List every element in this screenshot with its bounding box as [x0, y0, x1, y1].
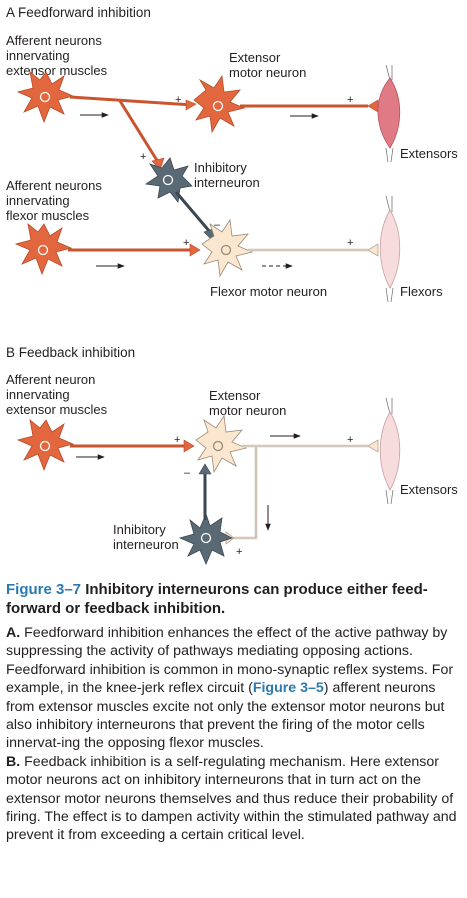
afferent-branch	[118, 100, 160, 163]
extensor-muscle-a	[377, 64, 401, 163]
paragraph-a-text-end: ) afferent neurons from extensor muscles…	[6, 680, 445, 752]
extensor-motor-neuron	[193, 74, 246, 134]
flexor-motor-neuron-label: Flexor motor neuron	[210, 284, 328, 299]
extensor-motor-neuron-label: Extensor motor neuron	[229, 50, 306, 80]
circuit-diagram	[14, 64, 401, 566]
afferent-flexor-label-line: Afferent neurons	[6, 178, 102, 193]
extensors-label-b: Extensors	[400, 482, 458, 497]
flexor-muscle	[379, 195, 401, 303]
figure-reference: Figure 3–5	[252, 680, 324, 697]
neuromuscular-terminal	[367, 439, 379, 453]
panel-b-title: B Feedback inhibition	[6, 345, 136, 360]
afferent-axon	[69, 95, 194, 107]
flexor-motor-neuron	[201, 218, 254, 278]
excitatory-sign: +	[183, 237, 190, 249]
excitatory-sign: +	[175, 94, 182, 106]
paragraph-b-label: B.	[6, 753, 21, 770]
afferent-neuron-b	[16, 419, 75, 472]
paragraph-a-label: A.	[6, 625, 21, 641]
afferent-neuron-label-line: extensor muscles	[6, 402, 108, 417]
caption-paragraph-a: A. Feedforward inhibition enhances the e…	[6, 624, 464, 753]
afferent-neuron-label-line: innervating	[6, 387, 70, 402]
synapse-terminal	[151, 157, 165, 171]
afferent-flexor-label-line: innervating	[6, 193, 70, 208]
recurrent-collateral-outline	[234, 446, 257, 539]
extensor-motor-neuron-label-line: motor neuron	[229, 65, 307, 80]
afferent-extensor-label-line: Afferent neurons	[6, 33, 102, 48]
extensor-motor-neuron-label-line: motor neuron	[209, 403, 287, 418]
inhibitory-sign: –	[184, 467, 191, 479]
neuromuscular-terminal	[367, 243, 379, 257]
extensor-muscle-b	[379, 397, 401, 505]
afferent-neuron-label: Afferent neuron innervating extensor mus…	[6, 372, 107, 417]
excitatory-sign: +	[347, 237, 354, 249]
excitatory-sign: +	[347, 434, 354, 446]
afferent-flexor-label-line: flexor muscles	[6, 208, 90, 223]
inhibitory-interneuron-label-line: interneuron	[194, 175, 260, 190]
inhibitory-axon	[174, 191, 212, 233]
paragraph-b-text: Feedback inhibition is a self-regulating…	[6, 753, 457, 844]
caption-title: Figure 3–7 Inhibitory interneurons can p…	[6, 580, 464, 618]
inhibitory-interneuron-label-line: interneuron	[113, 537, 179, 552]
excitatory-sign: +	[140, 151, 147, 163]
afferent-neuron-label-line: Afferent neuron	[6, 372, 96, 387]
excitatory-sign: +	[174, 434, 181, 446]
synapse-terminal	[185, 99, 197, 111]
excitatory-sign: +	[236, 546, 243, 558]
panel-a-title: A Feedforward inhibition	[6, 5, 151, 20]
inhibitory-interneuron-b	[178, 512, 234, 566]
extensors-label-a: Extensors	[400, 146, 458, 161]
recurrent-collateral	[234, 446, 258, 540]
inhibitory-interneuron-label-line: Inhibitory	[113, 522, 166, 537]
caption-paragraph-b: B. Feedback inhibition is a self-regulat…	[6, 753, 464, 845]
afferent-extensor-label-line: innervating	[6, 48, 70, 63]
neuromuscular-terminal	[367, 99, 379, 113]
afferent-flexor-neuron	[14, 223, 73, 276]
paragraph-a-text-start: Feedforward inhibition enhances the effe…	[6, 625, 454, 697]
excitatory-sign: +	[347, 94, 354, 106]
caption-title-text: Inhibitory interneurons can produce eith…	[6, 581, 428, 617]
inhibitory-synapse	[198, 463, 212, 475]
inhibitory-interneuron-label-b: Inhibitory interneuron	[113, 522, 179, 552]
inhibitory-interneuron-label-line: Inhibitory	[194, 160, 247, 175]
synapse-terminal	[189, 243, 201, 257]
figure-number: Figure 3–7	[6, 581, 82, 598]
synapse-terminal	[183, 439, 195, 453]
figure-caption: Figure 3–7 Inhibitory interneurons can p…	[6, 580, 464, 845]
inhibitory-sign: –	[214, 219, 221, 231]
extensor-motor-neuron-b	[195, 414, 248, 474]
extensor-motor-neuron-label-line: Extensor	[229, 50, 281, 65]
extensor-motor-neuron-label-line: Extensor	[209, 388, 261, 403]
afferent-extensor-neuron	[16, 71, 75, 124]
inhibitory-interneuron-label: Inhibitory interneuron	[194, 160, 260, 190]
inhibitory-interneuron-a	[144, 157, 193, 203]
flexors-label: Flexors	[400, 284, 443, 299]
extensor-motor-neuron-label-b: Extensor motor neuron	[209, 388, 286, 418]
afferent-flexor-label: Afferent neurons innervating flexor musc…	[6, 178, 102, 223]
